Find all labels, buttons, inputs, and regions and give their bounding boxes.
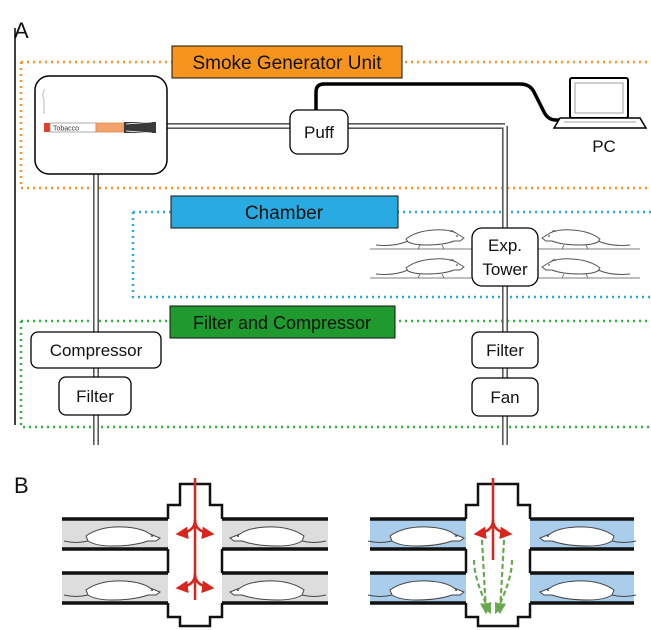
exp-tower-box [471, 227, 539, 287]
filter-compressor-label-box [169, 305, 396, 339]
puff-box [289, 109, 349, 155]
rat-group-left [370, 229, 474, 279]
smoke-flow-arrows-right [473, 478, 513, 560]
smoke-generator-label: Smoke Generator Unit [192, 53, 382, 74]
exhaust-flow-arrows [472, 539, 514, 615]
rat-group-right [536, 229, 640, 279]
fan-box [471, 377, 539, 417]
smoke-flow-arrows-left [175, 478, 215, 600]
filter-compressor-label: Filter and Compressor [193, 313, 371, 333]
laptop-icon [552, 77, 648, 129]
pc-label: PC [592, 137, 616, 156]
compressor-box [30, 331, 162, 369]
exposure-tower-right [367, 482, 637, 628]
filter-right-box [471, 331, 539, 369]
filter-right-label: Filter [486, 341, 524, 360]
exp-tower-label-line2: Tower [482, 260, 528, 279]
cigarette-label: Tobacco [53, 126, 79, 133]
smoke-generator-label-box [171, 45, 403, 79]
cigarette: Tobacco [42, 88, 156, 134]
smoke-generator-region-border [19, 60, 651, 190]
fan-label: Fan [490, 388, 519, 407]
chamber-label-box [170, 195, 399, 229]
panel-a-label: A [14, 18, 29, 43]
compressor-label: Compressor [50, 341, 143, 360]
filter-left-box [58, 376, 132, 416]
chamber-label: Chamber [245, 203, 324, 224]
filter-left-label: Filter [76, 387, 114, 406]
puff-label: Puff [304, 123, 334, 142]
exp-tower-label-line1: Exp. [488, 236, 522, 255]
panel-b-label: B [14, 473, 29, 498]
exposure-tower-left [62, 482, 328, 628]
